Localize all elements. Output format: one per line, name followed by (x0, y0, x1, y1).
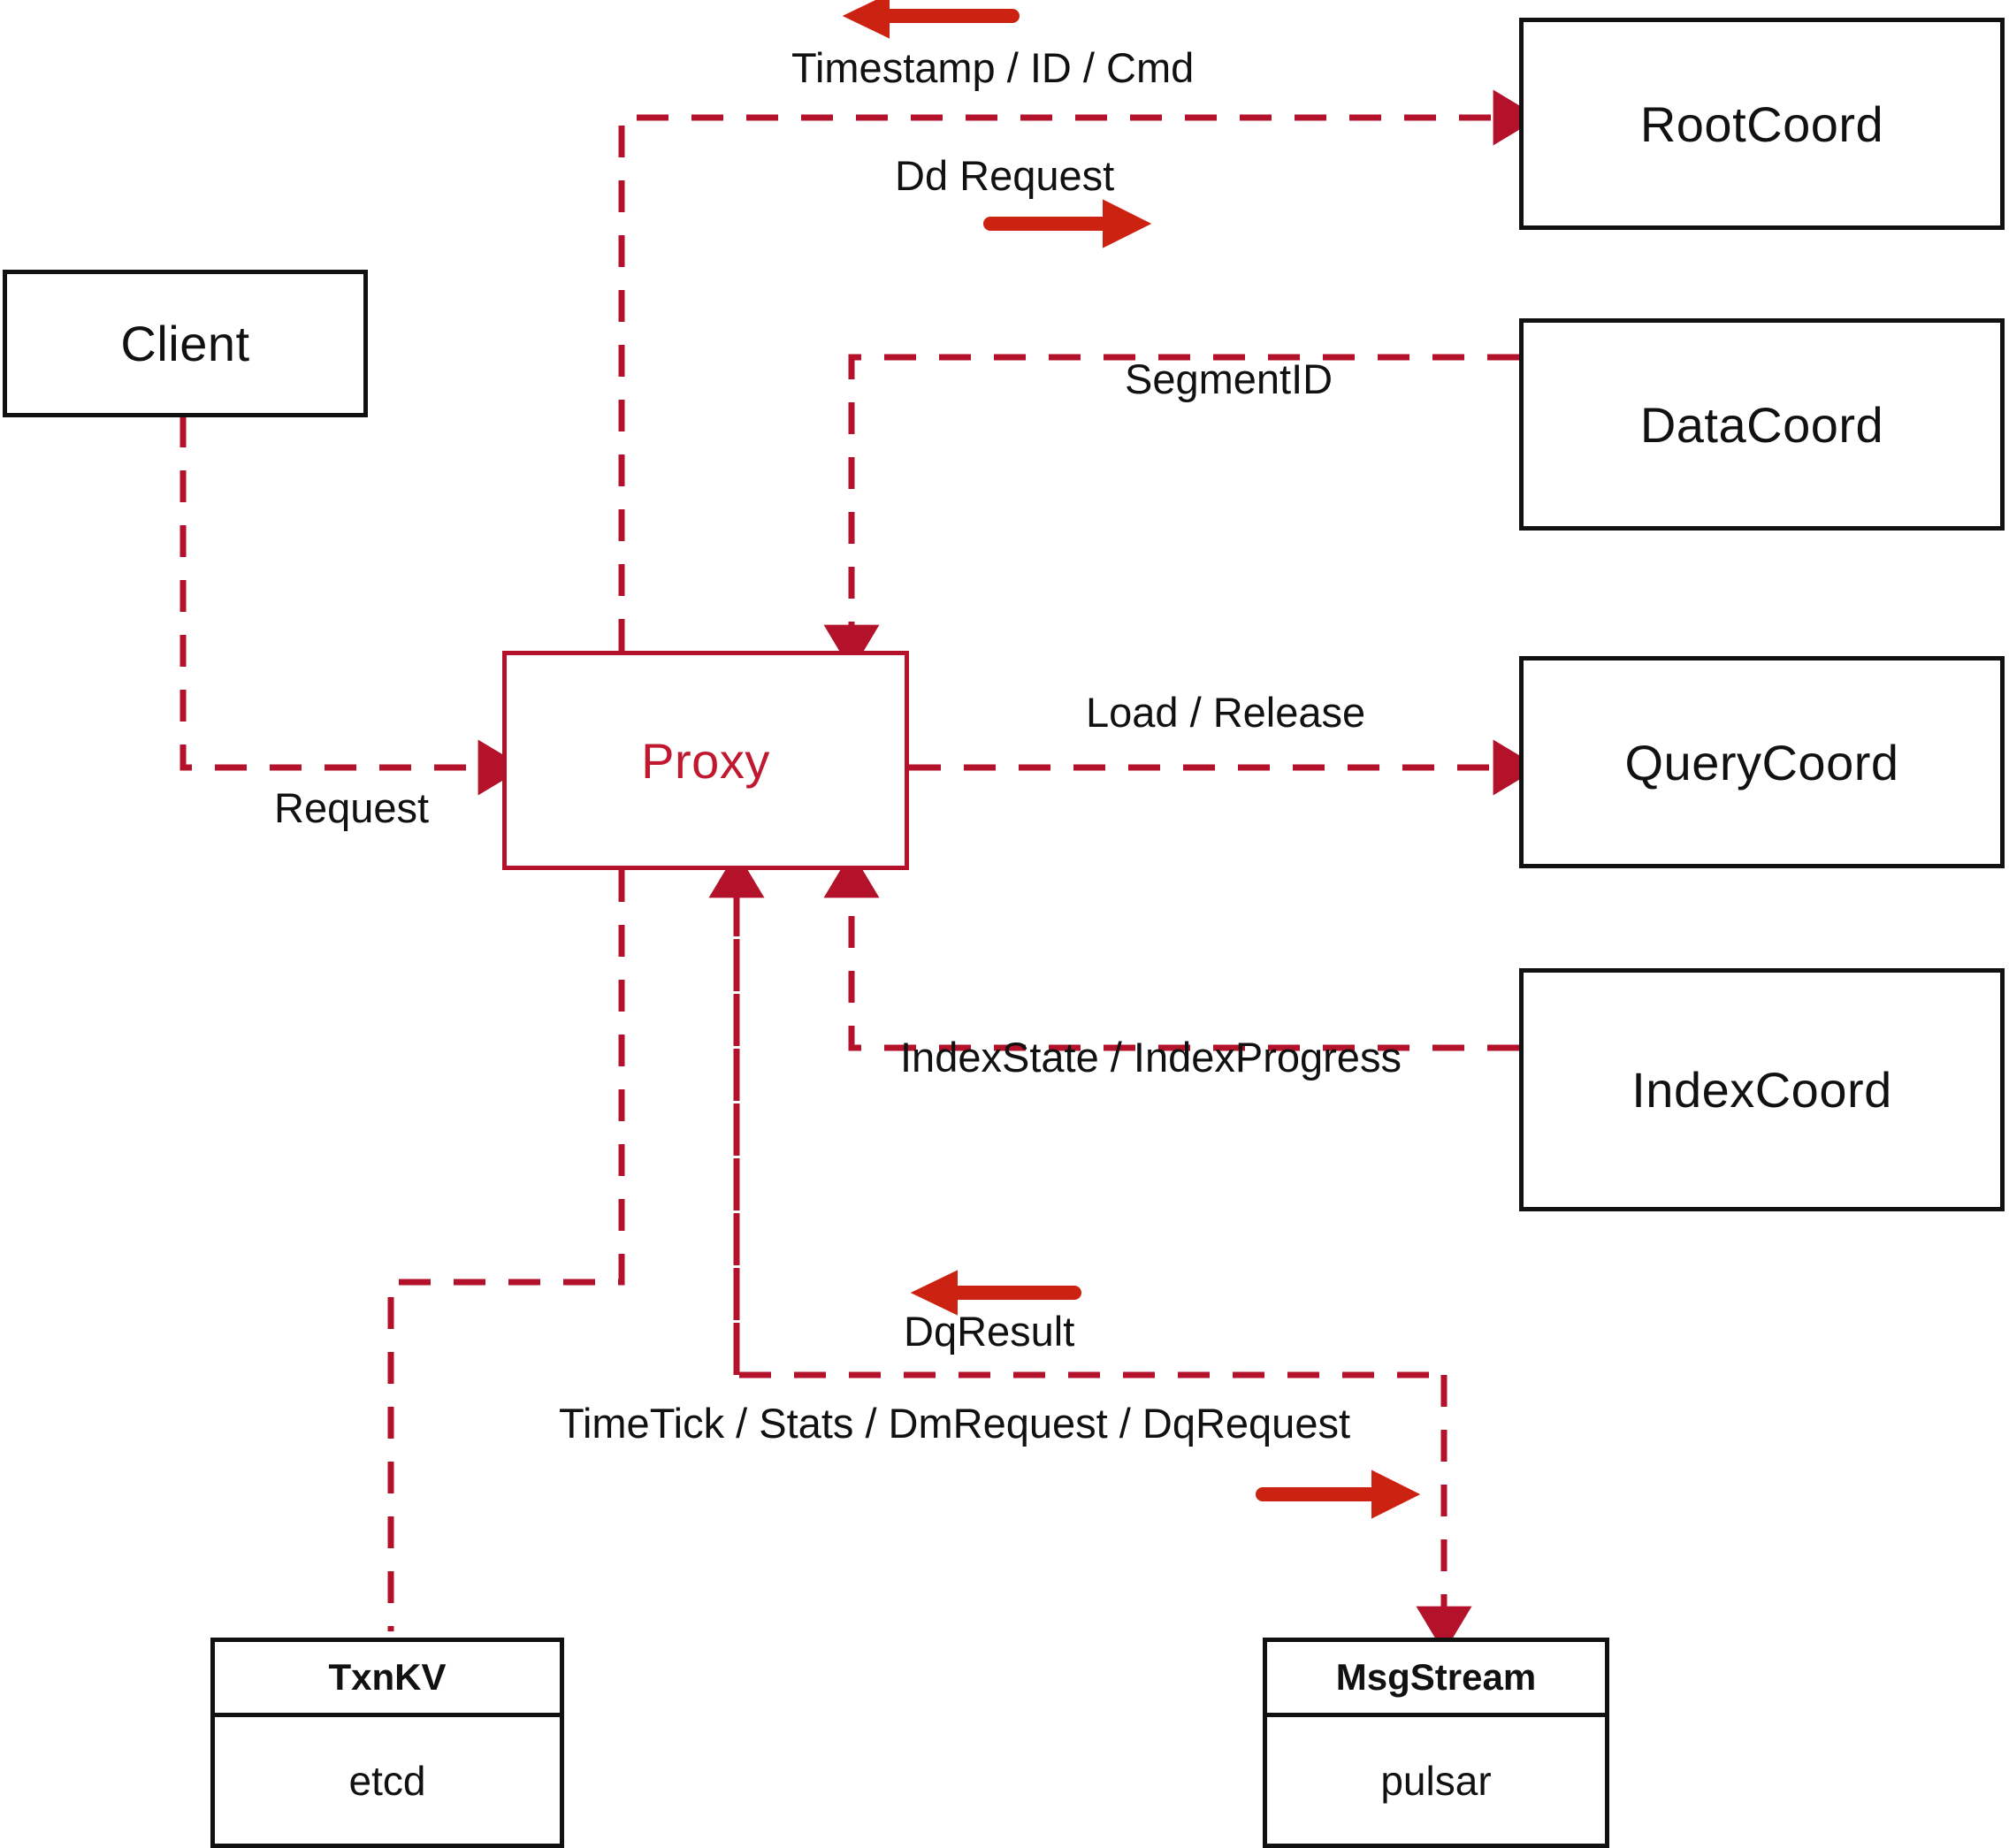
timestamp-direction-arrow (842, 0, 1020, 39)
node-querycoord-label: QueryCoord (1624, 734, 1899, 790)
node-proxy-label: Proxy (641, 732, 770, 789)
node-txnkv-body: etcd (348, 1757, 426, 1804)
edge-label-index-state-progress: IndexState / IndexProgress (900, 1034, 1402, 1081)
node-querycoord[interactable]: QueryCoord (1519, 656, 2005, 868)
node-client[interactable]: Client (3, 270, 368, 417)
edge-label-request: Request (274, 784, 430, 831)
edge-proxy-msgstream-horizontal (733, 884, 1444, 1378)
edge-label-segment-id: SegmentID (1125, 355, 1333, 402)
node-indexcoord-label: IndexCoord (1631, 1062, 1892, 1118)
node-txnkv-title: TxnKV (215, 1642, 560, 1717)
edge-proxy-to-txnkv (387, 870, 625, 1631)
edge-label-dd-request: Dd Request (895, 152, 1115, 199)
edge-label-timetick-stats-dm-dq: TimeTick / Stats / DmRequest / DqRequest (559, 1400, 1351, 1447)
edge-label-dq-result: DqResult (904, 1308, 1075, 1355)
node-msgstream[interactable]: MsgStream pulsar (1263, 1638, 1609, 1848)
node-datacoord[interactable]: DataCoord (1519, 318, 2005, 531)
node-msgstream-body: pulsar (1380, 1757, 1492, 1804)
dd-request-direction-arrow (983, 199, 1152, 248)
node-rootcoord-label: RootCoord (1639, 95, 1884, 152)
node-indexcoord[interactable]: IndexCoord (1519, 968, 2005, 1211)
edge-label-timestamp-id-cmd: Timestamp / ID / Cmd (791, 44, 1195, 91)
edge-indexcoord-to-proxy (823, 851, 1519, 1051)
node-rootcoord[interactable]: RootCoord (1519, 18, 2005, 230)
edge-label-load-release: Load / Release (1086, 689, 1366, 736)
edge-client-to-proxy (180, 416, 525, 796)
dm-dq-request-direction-arrow (1256, 1470, 1421, 1519)
node-datacoord-label: DataCoord (1639, 396, 1884, 453)
node-proxy[interactable]: Proxy (502, 651, 909, 870)
node-msgstream-title: MsgStream (1267, 1642, 1605, 1717)
node-client-label: Client (120, 316, 250, 371)
node-txnkv[interactable]: TxnKV etcd (210, 1638, 564, 1848)
